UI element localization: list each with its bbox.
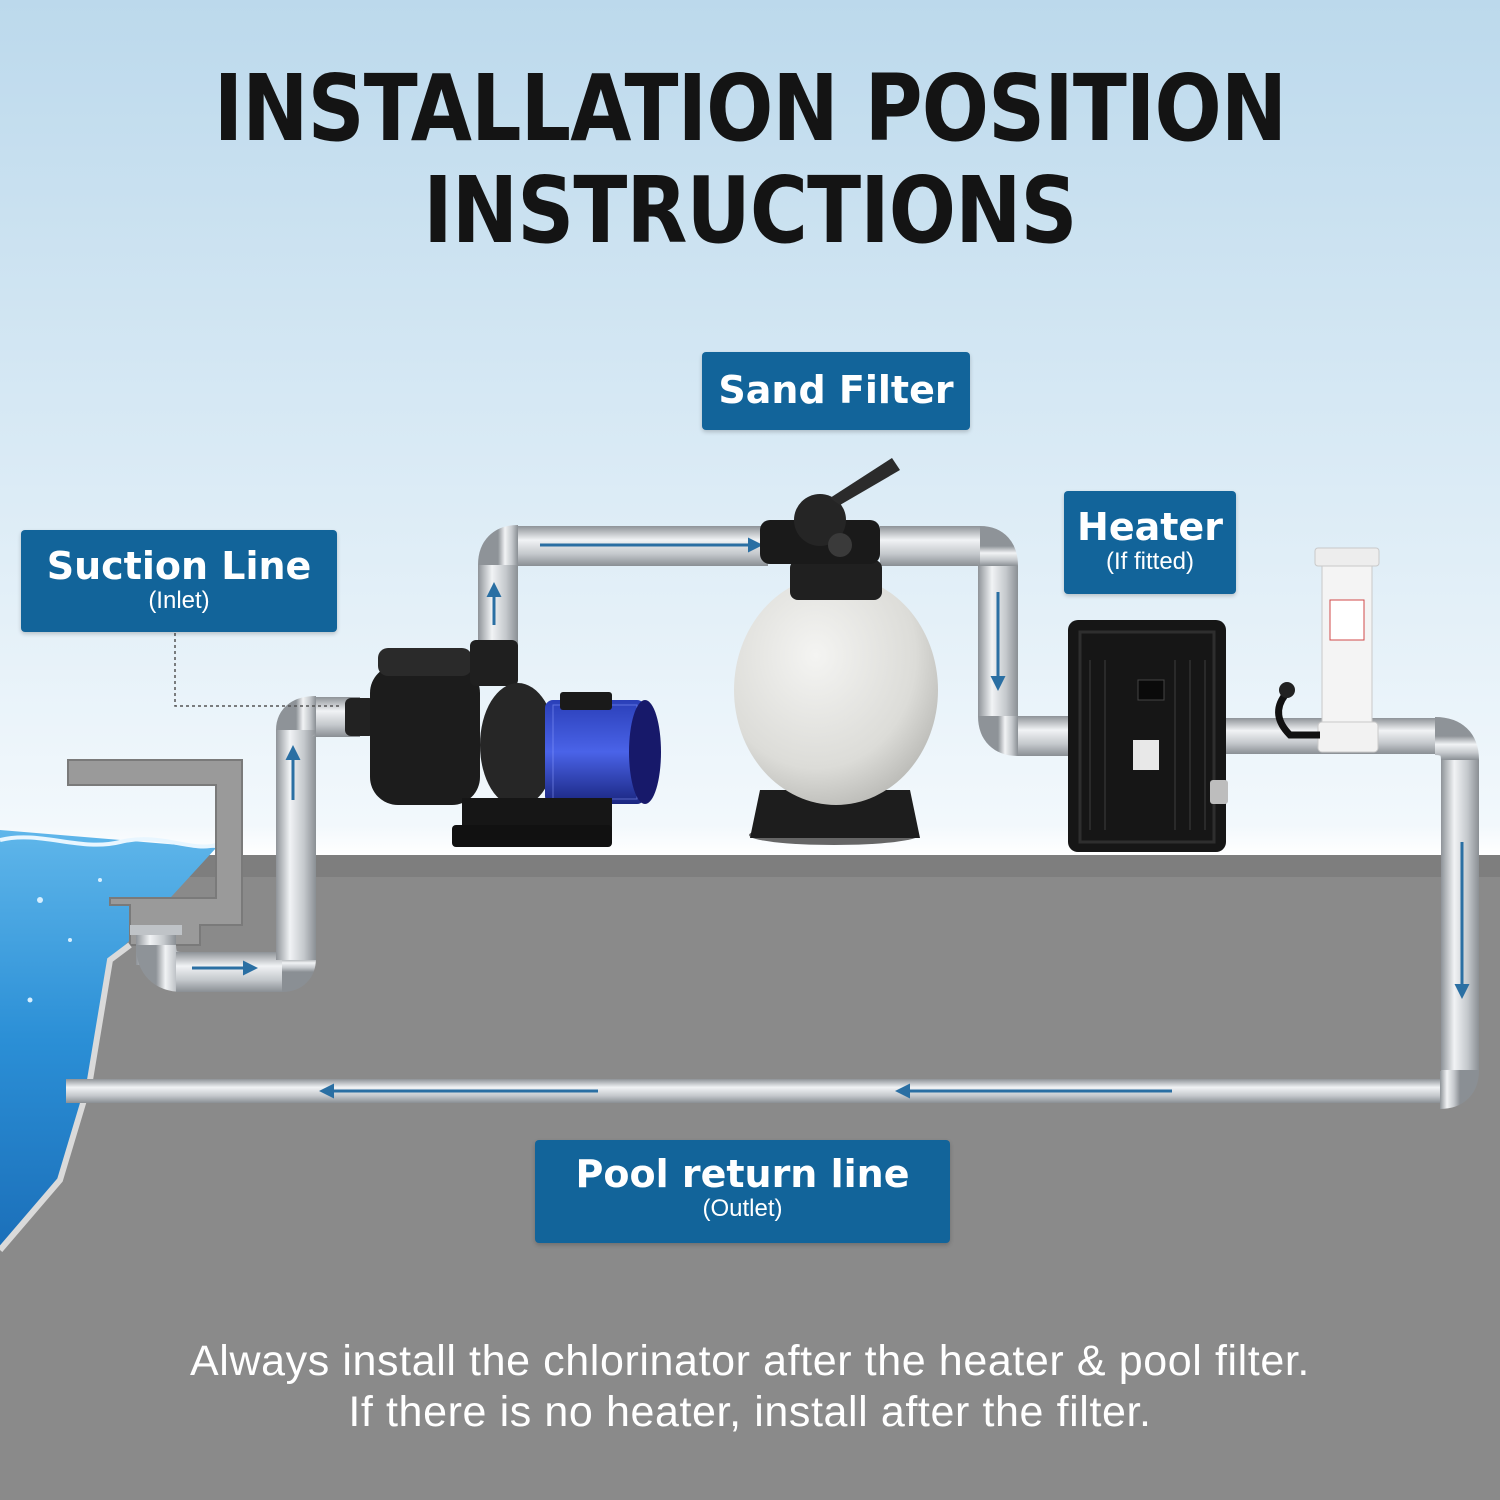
flow-arrows [192, 537, 1470, 1099]
heater-label: Heater (If fitted) [1064, 491, 1236, 594]
page-title: INSTALLATION POSITION INSTRUCTIONS [105, 58, 1395, 262]
suction-line-sub-text: (Inlet) [148, 587, 210, 614]
suction-pipe [136, 696, 360, 992]
suction-leader-line [174, 633, 340, 707]
pump-icon [345, 640, 661, 847]
heater-unit-icon [1068, 620, 1228, 852]
pump-to-filter-pipe [478, 525, 768, 675]
suction-line-label: Suction Line (Inlet) [21, 530, 337, 632]
pool-wall [67, 759, 243, 946]
title-line-1: INSTALLATION POSITION [213, 55, 1287, 162]
chlorinator-icon [1275, 547, 1380, 753]
suction-line-label-text: Suction Line [46, 544, 312, 588]
pool-water-icon [0, 830, 217, 1250]
note-line-2: If there is no heater, install after the… [348, 1388, 1152, 1436]
heater-label-text: Heater [1077, 505, 1223, 549]
pool-return-label: Pool return line (Outlet) [535, 1140, 950, 1243]
filter-to-heater-pipe [880, 526, 1068, 756]
ground-edge [0, 855, 1500, 877]
installation-note: Always install the chlorinator after the… [0, 1336, 1500, 1438]
pipe-inlet-cap [130, 925, 182, 935]
title-line-2: INSTRUCTIONS [423, 157, 1077, 264]
sand-filter-icon [734, 458, 938, 845]
sand-filter-label-text: Sand Filter [718, 368, 954, 412]
note-line-1: Always install the chlorinator after the… [190, 1337, 1310, 1385]
pool-return-label-text: Pool return line [575, 1152, 910, 1196]
heater-sub-text: (If fitted) [1105, 548, 1195, 575]
pool-return-sub-text: (Outlet) [702, 1195, 783, 1222]
sand-filter-label: Sand Filter [702, 352, 970, 430]
